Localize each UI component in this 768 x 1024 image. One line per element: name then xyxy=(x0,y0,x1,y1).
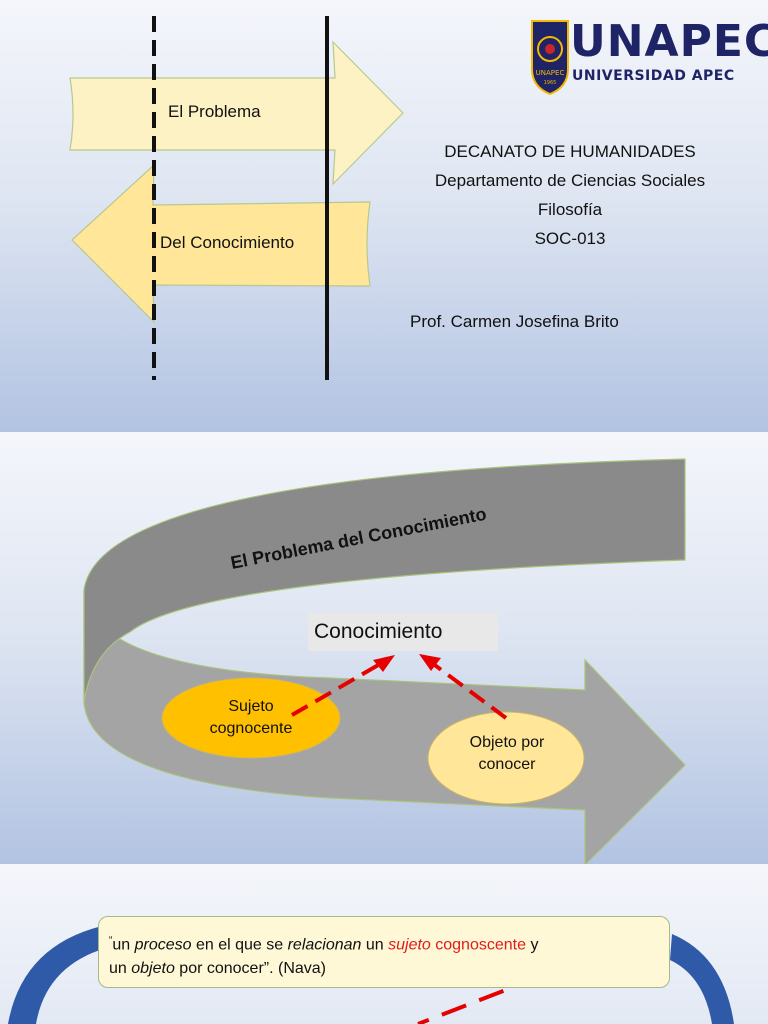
seal-year: 1965 xyxy=(544,80,557,86)
course-code: SOC-013 xyxy=(534,229,606,248)
quote-term-relacionan: relacionan xyxy=(287,936,362,954)
definition-slide: “un proceso en el que se relacionan un s… xyxy=(0,864,768,1024)
knowledge-problem-slide: El Problema del Conocimiento Conocimient… xyxy=(0,432,768,864)
quote-text-6: por conocer”. (Nava) xyxy=(174,960,327,978)
subject-link xyxy=(290,662,382,717)
object-link xyxy=(430,661,508,720)
subject-line-2: cognocente xyxy=(209,720,293,737)
object-label: Objeto por conocer xyxy=(438,732,576,776)
quote-term-sujeto: sujeto xyxy=(388,936,431,954)
object-arrowhead xyxy=(419,654,441,671)
curved-arrow-diagram: El Problema del Conocimiento xyxy=(83,458,686,864)
quote-text-1: un xyxy=(112,936,135,954)
object-line-2: conocer xyxy=(478,756,536,773)
subject-arrowhead xyxy=(373,655,395,672)
quote-link xyxy=(417,960,579,1024)
left-arrow-shape xyxy=(71,163,371,324)
quote-term-proceso: proceso xyxy=(134,936,192,954)
ring-diagram xyxy=(8,926,734,1024)
unapec-logo: UNAPEC 1965 UNAPEC UNIVERSIDAD APEC xyxy=(530,16,768,96)
subject-name: Filosofía xyxy=(537,200,603,219)
department: Departamento de Ciencias Sociales xyxy=(434,171,706,190)
quote-text-3: un xyxy=(361,936,389,954)
logo-subtitle: UNIVERSIDAD APEC xyxy=(572,68,735,84)
quote-text-2: en el que se xyxy=(191,936,288,954)
object-ellipse xyxy=(427,711,585,805)
professor-name: Prof. Carmen Josefina Brito xyxy=(410,312,619,331)
quote-text-5: un xyxy=(109,960,132,978)
subject-line-1: Sujeto xyxy=(228,698,274,715)
seal-text: UNAPEC xyxy=(536,69,565,77)
quote-text-4: y xyxy=(526,936,539,954)
logo-title: UNAPEC xyxy=(570,16,768,67)
object-line-1: Objeto por xyxy=(469,734,545,751)
subject-ellipse xyxy=(161,677,341,759)
arrows-diagram xyxy=(69,16,404,380)
quote-term-cognoscente: cognoscente xyxy=(430,936,526,954)
blue-ring-right xyxy=(670,934,734,1024)
quote-term-objeto: objeto xyxy=(131,960,175,978)
quote-open: “ xyxy=(109,935,113,946)
dean-office: DECANATO DE HUMANIDADES xyxy=(444,142,696,161)
arrow-right-label: El Problema xyxy=(168,102,261,121)
title-slide: El Problema Del Conocimiento UNAPEC 1965… xyxy=(0,0,768,432)
subject-label: Sujeto cognocente xyxy=(182,696,320,740)
concept-box: Conocimiento xyxy=(308,613,498,651)
arrow-left-label: Del Conocimiento xyxy=(160,233,295,252)
quote-box: “un proceso en el que se relacionan un s… xyxy=(98,916,670,988)
shield-icon: UNAPEC 1965 xyxy=(531,20,569,95)
blue-ring-left xyxy=(8,926,106,1024)
curved-arrow-top xyxy=(83,458,686,703)
